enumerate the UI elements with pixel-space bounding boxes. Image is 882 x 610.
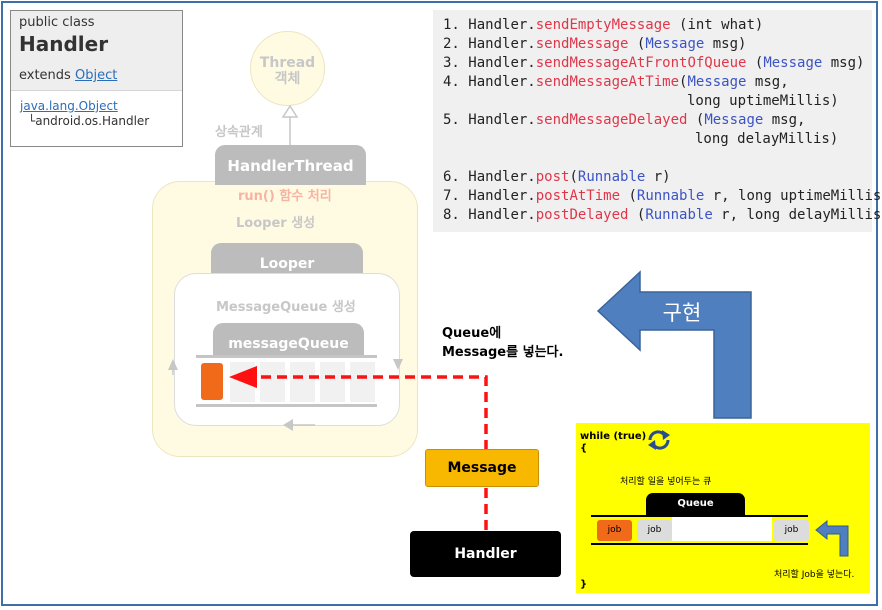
run-function-label: run() 함수 처리: [238, 189, 332, 204]
extends-label: extends: [19, 68, 71, 83]
queue-bottom-line: [196, 404, 377, 407]
class-header: public class Handler extends Object: [11, 11, 182, 91]
queue-slot: [320, 362, 345, 402]
method-line: 5. Handler.sendMessageDelayed (Message m…: [443, 112, 806, 128]
method-line: 2. Handler.sendMessage (Message msg): [443, 36, 747, 52]
method-line-continued: long delayMillis): [695, 131, 839, 147]
queue-put-note-line1: Queue에: [442, 326, 502, 341]
queue-put-note-line2: Message를 넣는다.: [442, 345, 564, 360]
message-box: Message: [425, 449, 539, 487]
method-line: 6. Handler.post(Runnable r): [443, 169, 671, 185]
implement-label: 구현: [663, 301, 702, 325]
method-line: 7. Handler.postAtTime (Runnable r, long …: [443, 188, 882, 204]
close-brace: }: [580, 579, 588, 590]
thread-object-circle: Thread 객체: [250, 31, 325, 106]
class-name: Handler: [19, 32, 109, 56]
method-line-continued: long uptimeMillis): [687, 93, 839, 109]
method-line: 8. Handler.postDelayed (Runnable r, long…: [443, 207, 882, 223]
thread-object-label: 객체: [274, 71, 301, 87]
handler-box: Handler: [410, 531, 561, 577]
open-brace: {: [580, 443, 588, 454]
queue-empty-slot: [672, 517, 772, 541]
package-child: └android.os.Handler: [28, 114, 150, 128]
insert-job-arrow: [815, 519, 849, 557]
queue-job-front: job: [597, 520, 632, 541]
method-line: 3. Handler.sendMessageAtFrontOfQueue (Me…: [443, 55, 865, 71]
queue-slot: [260, 362, 285, 402]
looper-tab: Looper: [211, 243, 363, 276]
queue-slot: [350, 362, 375, 402]
queue-description: 처리할 일을 넣어두는 큐: [620, 477, 712, 487]
looper-create-label: Looper 생성: [236, 216, 316, 231]
package-root-link[interactable]: java.lang.Object: [20, 99, 118, 113]
inheritance-arrow: [281, 104, 299, 146]
looper-loop-panel: while (true) { 처리할 일을 넣어두는 큐 Queue job j…: [576, 423, 870, 593]
queue-top-line: [591, 515, 808, 517]
message-queue-tab: messageQueue: [213, 323, 364, 356]
queue-top-line: [196, 355, 377, 358]
method-line: 1. Handler.sendEmptyMessage (int what): [443, 17, 764, 33]
thread-label: Thread: [259, 55, 316, 71]
extends-object-link[interactable]: Object: [74, 68, 118, 83]
queue-bottom-line: [591, 543, 808, 545]
handler-thread-tab: HandlerThread: [215, 145, 366, 185]
handler-methods-list: 1. Handler.sendEmptyMessage (int what) 2…: [433, 10, 882, 232]
queue-put-note: Queue에 Message를 넣는다.: [442, 324, 563, 362]
queued-message-cell: [201, 363, 223, 400]
class-extends: extends Object: [19, 68, 174, 83]
inheritance-label: 상속관계: [215, 125, 263, 140]
implement-arrow: 구현: [596, 270, 752, 419]
class-keyword: public class: [19, 15, 95, 30]
while-true-label: while (true): [580, 431, 647, 442]
put-job-label: 처리할 Job을 넣는다.: [774, 570, 855, 580]
queue-slot: [290, 362, 315, 402]
queue-job-new: job: [774, 520, 809, 541]
loop-cycle-icon: [648, 430, 670, 450]
queue-job: job: [637, 520, 672, 541]
message-queue-create-label: MessageQueue 생성: [216, 300, 356, 315]
queue-label: Queue: [646, 493, 745, 517]
method-line: 4. Handler.sendMessageAtTime(Message msg…: [443, 74, 789, 90]
loop-arrows: [168, 359, 403, 431]
class-info-box: public class Handler extends Object: [10, 10, 183, 147]
